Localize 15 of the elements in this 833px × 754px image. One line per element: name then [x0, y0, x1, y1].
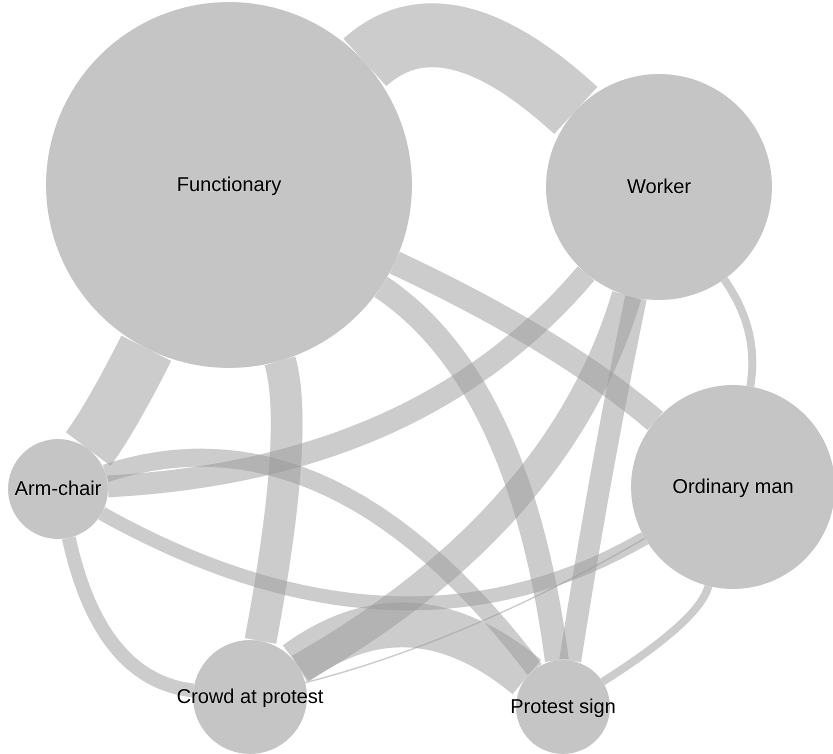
- edge-band: [304, 538, 646, 684]
- node-label: Protest sign: [510, 697, 616, 717]
- node-label: Worker: [626, 177, 692, 197]
- edge-band: [600, 584, 712, 686]
- edge-band: [65, 336, 172, 466]
- edge-band: [284, 602, 540, 695]
- edge-band: [720, 277, 756, 388]
- node-label: Crowd at protest: [176, 687, 324, 707]
- node-label: Arm-chair: [14, 479, 102, 499]
- node-label: Functionary: [176, 175, 282, 195]
- edge-band: [98, 507, 648, 610]
- edge-band: [345, 4, 597, 135]
- edge-band: [559, 295, 647, 662]
- node-label: Ordinary man: [672, 477, 794, 497]
- edge-band: [62, 536, 195, 698]
